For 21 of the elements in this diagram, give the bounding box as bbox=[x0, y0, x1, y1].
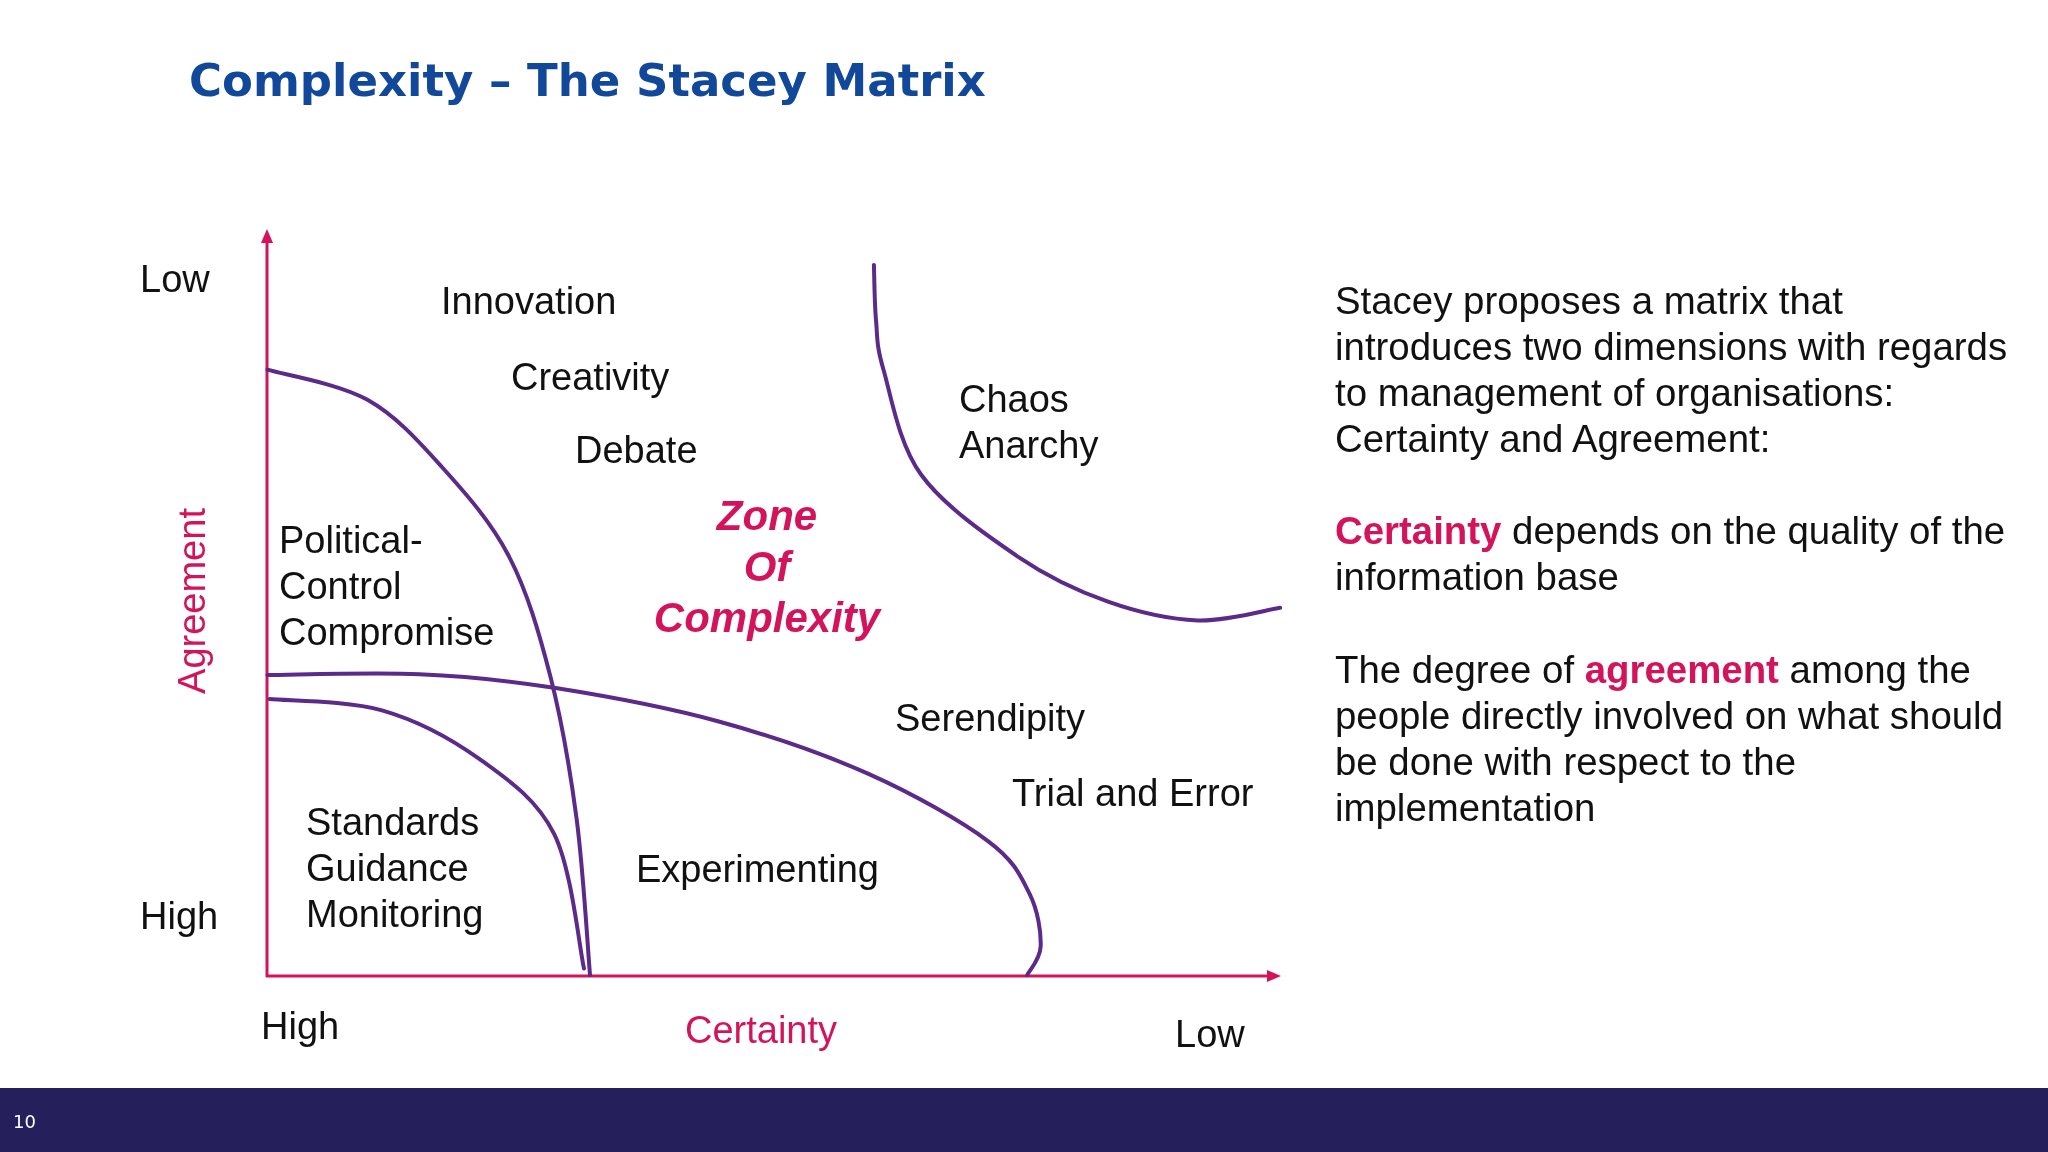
axis-title: Certainty bbox=[684, 1008, 838, 1053]
zone-label: Standards Guidance Monitoring bbox=[306, 800, 484, 937]
zone-label: Political-Control Compromise bbox=[279, 518, 495, 655]
body-text: Stacey proposes a matrix that introduces two dimensions with regards to management of organisations: Certainty and Agreement: bbox=[1335, 278, 2009, 462]
axis-tick-label: Low bbox=[1175, 1012, 1245, 1057]
axis-tick-label: High bbox=[140, 894, 219, 939]
zone-label: Serendipity bbox=[895, 696, 1086, 741]
axis-title: Agreement bbox=[170, 508, 214, 694]
zone-label: Chaos Anarchy bbox=[959, 377, 1099, 468]
zone-label: Zone Of Complexity bbox=[653, 491, 881, 643]
body-text: The degree of agreement among the people directly involved on what should be done with respect to the implementation bbox=[1335, 647, 2004, 831]
zone-label: Innovation bbox=[441, 279, 617, 324]
axis-tick-label: Low bbox=[140, 257, 210, 302]
zone-label: Creativity bbox=[511, 355, 670, 400]
zone-label: Debate bbox=[575, 428, 698, 473]
zone-label: Experimenting bbox=[636, 847, 879, 892]
zone-label: Trial and Error bbox=[1012, 771, 1254, 816]
slide-title: Complexity – The Stacey Matrix bbox=[189, 53, 986, 109]
page-number: 10 bbox=[13, 1111, 36, 1133]
body-text: Certainty depends on the quality of the information base bbox=[1335, 508, 2007, 600]
axis-tick-label: High bbox=[261, 1004, 340, 1049]
